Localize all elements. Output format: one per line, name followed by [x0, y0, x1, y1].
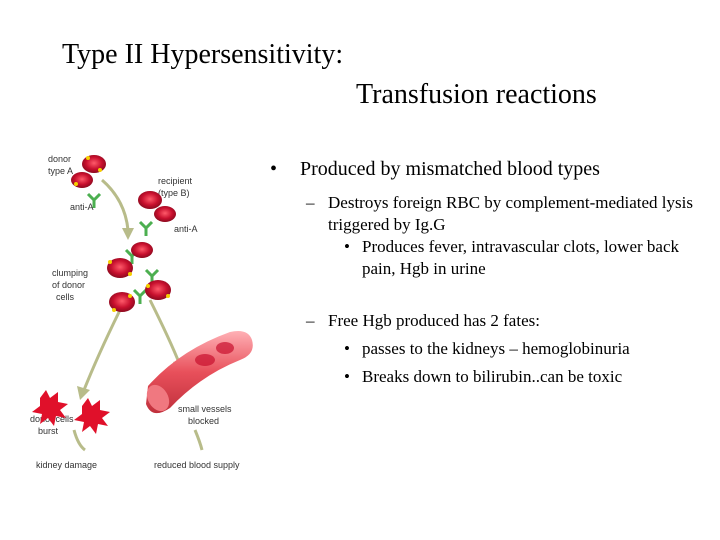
antibody-icons — [86, 192, 160, 304]
rbc-icon — [131, 242, 153, 258]
sub-sub-bullet-3-text: Breaks down to bilirubin..can be toxic — [362, 367, 623, 386]
rbc-icon — [71, 172, 93, 188]
label-donor-line2: type A — [48, 166, 73, 176]
sub-sub-bullet-1: • Produces fever, intravascular clots, l… — [344, 237, 679, 278]
bullet-main-text: Produced by mismatched blood types — [300, 158, 600, 180]
label-recipient-line1: recipient — [158, 176, 193, 186]
bullet-main: Produced by mismatched blood types — [270, 156, 700, 182]
rbc-icon — [145, 280, 171, 300]
label-clumping-line3: cells — [56, 292, 75, 302]
sub-bullet-1-text: Destroys foreign RBC by complement-media… — [328, 193, 693, 234]
label-antibodies-left: anti-A — [70, 202, 94, 212]
arrow-donor-to-mix — [101, 178, 130, 231]
clumped-rbc-group — [107, 242, 171, 312]
label-donor-line1: donor — [48, 154, 71, 164]
label-kidney: kidney damage — [36, 460, 97, 470]
arrow-to-burst — [82, 299, 127, 391]
rbc-icon — [154, 206, 176, 222]
slide-title-line2: Transfusion reactions — [356, 79, 597, 110]
burst-cell-icons — [32, 390, 110, 434]
sub-bullet-1: – Destroys foreign RBC by complement-med… — [306, 193, 693, 234]
arrowhead-mix — [122, 228, 134, 240]
arrowhead-burst — [77, 386, 90, 400]
slide-title-line1: Type II Hypersensitivity: — [62, 39, 344, 70]
label-blood-supply: reduced blood supply — [154, 460, 240, 470]
sub-sub-bullet-1-text: Produces fever, intravascular clots, low… — [362, 237, 679, 278]
bullet-list: Produced by mismatched blood types – Des… — [270, 156, 700, 388]
label-clumping-line2: of donor — [52, 280, 85, 290]
burst-cell-icon — [74, 398, 110, 434]
label-burst-line2: burst — [38, 426, 59, 436]
sub-sub-bullet-2: • passes to the kidneys – hemoglobinuria — [344, 339, 630, 358]
burst-cell-icon — [32, 390, 68, 426]
sub-bullet-2-text: Free Hgb produced has 2 fates: — [328, 311, 540, 330]
label-clumping-line1: clumping — [52, 268, 88, 278]
label-recipient-line2: (type B) — [158, 188, 190, 198]
label-vessels-line1: small vessels — [178, 404, 232, 414]
sub-bullet-2: – Free Hgb produced has 2 fates: — [306, 311, 540, 330]
sub-sub-bullet-2-text: passes to the kidneys – hemoglobinuria — [362, 339, 630, 358]
arrow-to-kidney — [72, 429, 86, 452]
arrow-to-supply — [193, 429, 204, 451]
blood-vessel-icon — [146, 331, 253, 414]
transfusion-reaction-diagram: donor type A recipient (type B) anti-A a… — [30, 154, 253, 470]
rbc-icon — [138, 191, 162, 209]
sub-sub-bullet-3: • Breaks down to bilirubin..can be toxic — [344, 367, 623, 386]
rbc-icon — [107, 258, 133, 278]
recipient-rbc-group — [138, 191, 176, 222]
arrow-to-vessel — [148, 299, 182, 366]
rbc-icon — [82, 155, 106, 173]
label-vessels-line2: blocked — [188, 416, 219, 426]
label-antibodies-right: anti-A — [174, 224, 198, 234]
donor-rbc-group — [71, 155, 106, 188]
